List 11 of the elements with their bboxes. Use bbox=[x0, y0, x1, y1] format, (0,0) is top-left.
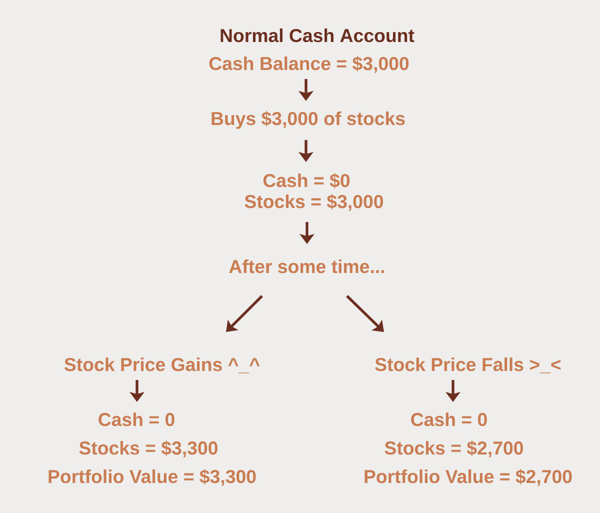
step-text: Cash Balance = $3,000 bbox=[209, 56, 409, 73]
step-text: Cash = 0 Stocks = $3,300 Portfolio Value = $3,300 bbox=[48, 412, 256, 486]
step-text: After some time... bbox=[229, 259, 384, 274]
step-text: Cash = $0 Stocks = $3,000 bbox=[244, 173, 383, 211]
arrow bbox=[226, 295, 263, 332]
title: Normal Cash Account bbox=[220, 28, 414, 42]
arrow bbox=[346, 295, 384, 332]
step-text: Buys $3,000 of stocks bbox=[212, 111, 405, 129]
step-text: Cash = 0 Stocks = $2,700 Portfolio Value = $2,700 bbox=[364, 412, 572, 486]
step-text: Stock Price Falls >_< bbox=[375, 357, 561, 374]
step-text: Stock Price Gains ^_^ bbox=[64, 357, 260, 374]
